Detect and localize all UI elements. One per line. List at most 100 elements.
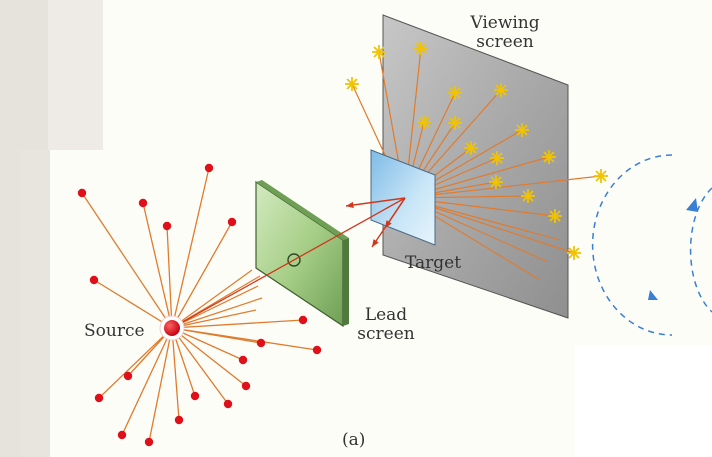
source-label: Source — [84, 321, 145, 341]
alpha-particle — [162, 221, 172, 231]
alpha-particle — [89, 275, 99, 285]
scintillation-flash — [490, 151, 504, 165]
lead-screen-edge — [256, 180, 349, 240]
source-ray — [171, 221, 233, 329]
orbit-outer — [591, 154, 673, 336]
lead-screen-label-line2: screen — [357, 324, 415, 344]
flash-spoke — [491, 152, 503, 164]
scintillation-flash — [594, 169, 608, 183]
backscatter-arrow — [345, 197, 406, 209]
viewing-screen-label-line1: Viewing — [470, 13, 540, 33]
orbit-arrow-up — [686, 198, 698, 212]
source-ray — [171, 327, 262, 344]
alpha-particle — [298, 315, 308, 325]
flash-spoke — [418, 116, 430, 128]
alpha-particle — [94, 393, 104, 403]
viewing-screen-label-line2: screen — [476, 32, 534, 52]
arrow-shaft — [345, 197, 406, 207]
source-ray — [171, 285, 259, 329]
source-ray — [93, 279, 173, 329]
scintillation-flash — [515, 123, 529, 137]
source-ray — [166, 225, 173, 329]
lead-screen-label: Lead screen — [350, 306, 422, 344]
backscatter-arrow — [384, 197, 406, 229]
orbit-inner — [689, 187, 712, 313]
alpha-particle — [190, 391, 200, 401]
source-ray — [171, 269, 253, 329]
source-ray — [148, 327, 173, 443]
scintillation-flash — [548, 209, 562, 223]
lead-screen-side — [343, 238, 349, 326]
lead-screen — [255, 180, 344, 328]
source-ray — [171, 327, 247, 387]
flash-spoke — [495, 84, 507, 96]
scintillation-flash — [542, 150, 556, 164]
alpha-particle — [256, 338, 266, 348]
blank-patch — [575, 345, 712, 457]
source-ray — [81, 192, 173, 329]
flash-spoke — [549, 210, 561, 222]
flash-spoke — [543, 151, 555, 163]
alpha-particle — [174, 415, 184, 425]
flash-spoke — [522, 190, 534, 202]
scintillation-flash — [521, 189, 535, 203]
arrow-head — [385, 220, 392, 228]
scintillation-flashes — [345, 41, 608, 260]
scintillation-flash — [489, 175, 503, 189]
alpha-particle — [238, 355, 248, 365]
flash-spoke — [346, 78, 358, 90]
flash-spoke — [449, 87, 461, 99]
source-ray — [171, 327, 180, 421]
source-ray — [121, 327, 173, 436]
source-ray — [171, 319, 304, 329]
figure-caption: (a) — [342, 430, 366, 450]
flash-spoke — [516, 124, 528, 136]
flash-spoke — [373, 46, 385, 58]
scintillation-flash — [345, 77, 359, 91]
flash-spoke — [449, 117, 461, 129]
orbit-arrow-down — [648, 290, 658, 300]
source-ray — [142, 202, 173, 329]
lead-screen-aperture — [287, 253, 301, 267]
flash-spoke — [595, 170, 607, 182]
collimated-beam — [171, 197, 406, 329]
scintillation-flash — [372, 45, 386, 59]
arrow-head — [372, 239, 379, 247]
viewing-screen-label: Viewing screen — [462, 14, 548, 52]
alpha-particle — [223, 399, 233, 409]
scintillation-flash — [417, 115, 431, 129]
scintillation-flash — [414, 41, 428, 55]
source-ray — [171, 327, 229, 405]
source-ray — [171, 327, 244, 361]
flash-spoke — [568, 247, 580, 259]
scintillation-flash — [464, 141, 478, 155]
scan-margin-upper — [48, 0, 103, 150]
source-ray — [98, 327, 173, 399]
alpha-particle — [117, 430, 127, 440]
flash-spoke — [415, 42, 427, 54]
alpha-particle — [204, 163, 214, 173]
scattered-ray — [404, 175, 602, 199]
source-ray — [171, 167, 210, 329]
scintillation-flash — [448, 116, 462, 130]
alpha-particles — [77, 163, 322, 447]
flash-spoke — [490, 176, 502, 188]
scintillation-flash — [567, 246, 581, 260]
scan-margin-lower — [20, 150, 50, 457]
alpha-particle — [312, 345, 322, 355]
alpha-particle — [144, 437, 154, 447]
alpha-particle — [123, 371, 133, 381]
arrow-head — [346, 201, 354, 209]
scintillation-flash — [448, 86, 462, 100]
alpha-particle — [241, 381, 251, 391]
scintillation-flash — [494, 83, 508, 97]
alpha-particle — [227, 217, 237, 227]
lead-screen-label-line1: Lead — [364, 305, 408, 325]
source-ray — [171, 309, 257, 329]
flash-spoke — [465, 142, 477, 154]
target-label: Target — [405, 253, 462, 273]
alpha-particle — [138, 198, 148, 208]
alpha-particle — [77, 188, 87, 198]
